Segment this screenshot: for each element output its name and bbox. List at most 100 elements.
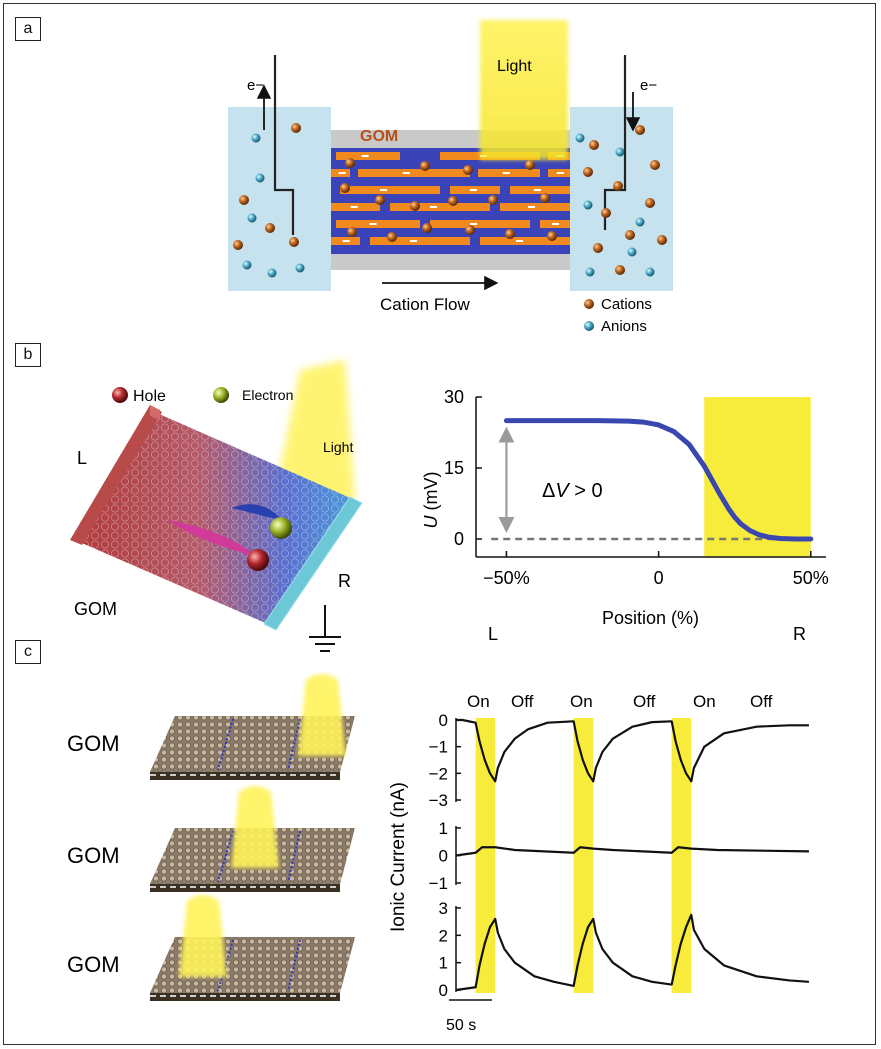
on-label: On: [467, 692, 490, 711]
x-tick-label: −50%: [483, 568, 530, 588]
y-tick-label: −1: [429, 874, 448, 893]
cation: [635, 125, 645, 135]
y-tick-label: 2: [439, 926, 448, 945]
cation: [345, 158, 355, 168]
current-trace: [456, 718, 809, 783]
graphene-sheet: [358, 169, 470, 177]
cation: [615, 265, 625, 275]
electron-label: Electron: [242, 387, 293, 403]
light-on-band: [573, 718, 594, 993]
electrode-line: [287, 830, 301, 883]
electrode-line: [287, 939, 301, 992]
gom-label-c: GOM: [67, 731, 120, 756]
cation: [525, 160, 535, 170]
y-tick-label: 30: [444, 387, 464, 407]
electron-legend-symbol: [213, 387, 229, 403]
light-beam-c: [298, 674, 346, 756]
gom-plate: [150, 786, 355, 892]
cation-flow-label: Cation Flow: [380, 295, 470, 314]
delta-v-annotation: ΔV > 0: [542, 480, 603, 502]
hole-legend-symbol: [112, 387, 128, 403]
legend-anions-label: Anions: [601, 318, 647, 335]
y-tick-label: 15: [444, 458, 464, 478]
sheet-charge-mark: [361, 155, 369, 157]
gom-cations: [340, 158, 557, 242]
cation: [289, 237, 299, 247]
graphene-sheet: [336, 220, 420, 228]
electrode-line: [217, 939, 234, 992]
cation: [583, 167, 593, 177]
reservoir-ions: [233, 123, 667, 278]
cation: [547, 231, 557, 241]
anion: [583, 200, 593, 210]
cation: [540, 193, 550, 203]
anion: [295, 263, 305, 273]
legend-cations-label: Cations: [601, 296, 652, 313]
sheet-charge-mark: [556, 172, 564, 174]
cation: [233, 240, 243, 250]
anion: [247, 213, 257, 223]
cation: [387, 232, 397, 242]
off-label: Off: [511, 692, 534, 711]
anion: [635, 217, 645, 227]
gom-sheet-texture: [75, 410, 355, 625]
gom-plate: [150, 895, 355, 1001]
panel-label-a: a: [15, 17, 41, 41]
y-tick-label: 3: [439, 899, 448, 918]
y-tick-label: −3: [429, 791, 448, 810]
sheet-charge-mark: [410, 240, 417, 242]
off-label: Off: [633, 692, 656, 711]
cation: [613, 181, 623, 191]
cation: [291, 123, 301, 133]
panel-label-b: b: [15, 343, 41, 367]
anion: [251, 133, 261, 143]
y-tick-label: 1: [439, 954, 448, 973]
illuminated-region: [704, 397, 811, 557]
legend-anion-symbol: [584, 321, 594, 331]
light-on-band: [475, 718, 496, 993]
electron-label-left: e−: [247, 77, 264, 94]
anion: [575, 133, 585, 143]
hole-particle: [247, 549, 269, 571]
cation: [420, 161, 430, 171]
left-electrode: [273, 55, 295, 235]
sheet-charge-mark: [470, 189, 477, 191]
gom-label-c: GOM: [67, 952, 120, 977]
panel-b-schematic: Hole Electron Light L R GOM: [70, 360, 363, 652]
graphene-sheet: [480, 237, 570, 245]
cation: [265, 223, 275, 233]
left-electrode-b: [70, 405, 162, 545]
cation: [422, 223, 432, 233]
hole-trail: [168, 520, 258, 558]
right-electrode-b: [263, 496, 363, 631]
light-beam-a: [480, 20, 568, 160]
gom-label-c: GOM: [67, 843, 120, 868]
y-tick-label: −2: [429, 764, 448, 783]
light-label-a: Light: [497, 58, 532, 75]
anion: [627, 247, 637, 257]
right-label: R: [338, 571, 351, 591]
current-trace: [455, 846, 809, 857]
current-trace: [455, 913, 810, 992]
y-tick-label: 1: [439, 819, 448, 838]
ground-icon: [309, 605, 341, 652]
electron-trail: [232, 504, 282, 520]
cation: [239, 195, 249, 205]
sheet-charge-mark: [534, 189, 541, 191]
hole-label: Hole: [133, 388, 166, 405]
chart-b-end-right: R: [793, 624, 806, 644]
cation: [645, 198, 655, 208]
legend-cation-symbol: [584, 299, 594, 309]
light-label-b: Light: [323, 439, 353, 455]
cation: [448, 196, 458, 206]
sheet-charge-mark: [402, 172, 410, 174]
gom-label-b: GOM: [74, 599, 117, 619]
gom-label-a: GOM: [360, 128, 398, 145]
x-tick-label: 50%: [793, 568, 829, 588]
cation: [347, 227, 357, 237]
graphene-sheet: [430, 220, 530, 228]
sheet-charge-mark: [350, 206, 358, 208]
